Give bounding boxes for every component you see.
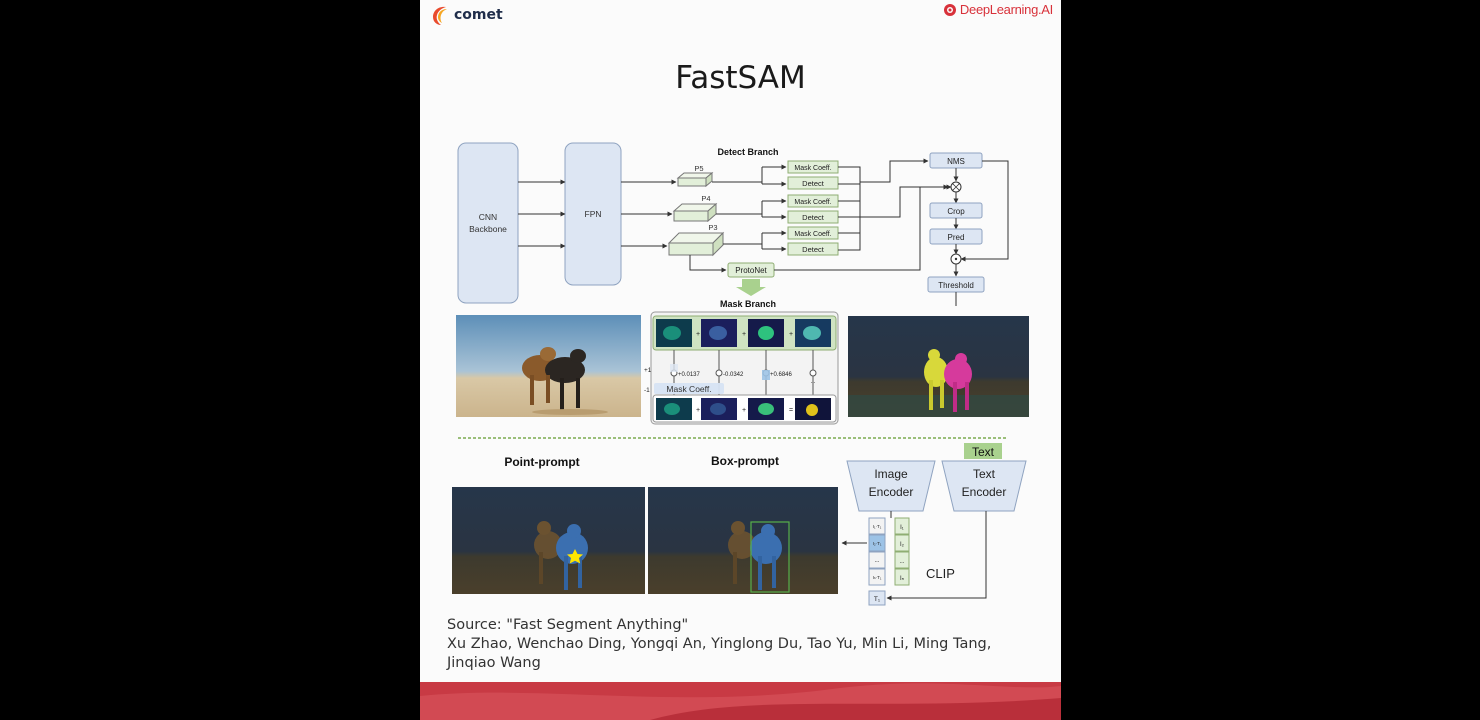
threshold-label: Threshold xyxy=(938,281,974,290)
comet-logo: comet xyxy=(430,4,503,26)
p3-label: P3 xyxy=(708,223,717,232)
coeff-3: +0.6846 xyxy=(770,372,793,378)
protonet-label: ProtoNet xyxy=(735,266,767,275)
svg-text:+: + xyxy=(742,407,746,414)
deeplearning-mark-icon xyxy=(943,3,956,16)
image-encoder-trapezoid xyxy=(846,460,936,512)
svg-text:Detect: Detect xyxy=(802,213,825,222)
cnn-backbone-label-line1: CNN xyxy=(479,212,497,222)
svg-text:Mask Coeff.: Mask Coeff. xyxy=(794,199,831,206)
text-token-box xyxy=(868,590,886,606)
nms-label: NMS xyxy=(947,157,965,166)
image-encoder-label-line2: Encoder xyxy=(869,485,914,499)
comet-logo-text: comet xyxy=(454,7,503,23)
text-encoder-trapezoid xyxy=(941,460,1027,512)
feature-map-p5 xyxy=(676,171,714,188)
fastsam-architecture-diagram: CNN Backbone FPN Detect Branch P5 P4 xyxy=(452,142,1029,606)
svg-text:=: = xyxy=(789,407,793,414)
fpn-label: FPN xyxy=(585,209,602,219)
text-encoder-label-line2: Encoder xyxy=(962,485,1007,499)
deeplearning-logo: DeepLearning.AI xyxy=(943,2,1053,17)
mask-coeff-head-p5: Mask Coeff. xyxy=(787,160,839,174)
feature-map-p4 xyxy=(672,202,718,223)
axis-minus-one: -1 xyxy=(644,387,650,394)
text-encoder-label-line1: Text xyxy=(973,467,996,481)
clip-label: CLIP xyxy=(926,566,955,581)
prototype-row xyxy=(652,315,837,351)
comet-swoosh-icon xyxy=(433,6,447,25)
point-prompt-star-icon xyxy=(567,549,583,564)
similarity-token-column xyxy=(868,517,886,586)
point-prompt-label: Point-prompt xyxy=(504,455,579,469)
svg-text:+: + xyxy=(696,331,700,338)
coeff-1: +0.0137 xyxy=(678,372,701,378)
weighted-prototype-row xyxy=(652,394,837,423)
weighted-prototype-thumbnails xyxy=(656,398,831,420)
detect-head-p5: Detect xyxy=(787,176,839,190)
detect-branch-title: Detect Branch xyxy=(717,147,778,157)
output-segmentation-photo xyxy=(848,316,1029,417)
svg-text:+: + xyxy=(742,331,746,338)
box-prompt-label: Box-prompt xyxy=(711,454,779,468)
p4-label: P4 xyxy=(701,194,710,203)
svg-text:I₂·T₁: I₂·T₁ xyxy=(873,541,882,546)
feature-map-p3 xyxy=(667,231,725,257)
mask-branch-title: Mask Branch xyxy=(720,299,776,309)
mask-coeff-head-p4: Mask Coeff. xyxy=(787,194,839,208)
text-token-label: T₁ xyxy=(874,596,881,603)
image-feature-token-column xyxy=(894,517,910,586)
protonet-down-arrow xyxy=(736,279,766,296)
cnn-backbone-label-line2: Backbone xyxy=(469,224,507,234)
svg-text:Detect: Detect xyxy=(802,245,825,254)
coeff-2: -0.0342 xyxy=(723,372,744,378)
prototype-thumbnails xyxy=(656,319,831,347)
svg-text:Mask Coeff.: Mask Coeff. xyxy=(794,231,831,238)
slide: comet DeepLearning.AI FastSAM xyxy=(420,0,1061,720)
svg-text:I₁·T₁: I₁·T₁ xyxy=(873,524,882,529)
pred-label: Pred xyxy=(948,233,965,242)
axis-plus-one: +1 xyxy=(644,367,652,374)
source-authors-line1: Xu Zhao, Wenchao Ding, Yongqi An, Yinglo… xyxy=(447,636,992,652)
box-prompt-rectangle xyxy=(750,521,790,593)
source-authors-line2: Jinqiao Wang xyxy=(447,655,541,671)
footer-band xyxy=(420,682,1061,720)
svg-text:I₁: I₁ xyxy=(900,525,904,531)
svg-text:...: ... xyxy=(899,559,904,565)
mask-coeff-head-p3: Mask Coeff. xyxy=(787,226,839,240)
image-encoder-label-line1: Image xyxy=(874,467,908,481)
detect-head-p4: Detect xyxy=(787,210,839,224)
box-prompt-image xyxy=(648,487,838,594)
text-input-label: Text xyxy=(972,445,995,459)
detect-head-p3: Detect xyxy=(787,242,839,256)
slide-title: FastSAM xyxy=(675,60,806,96)
crop-label: Crop xyxy=(947,207,965,216)
deeplearning-logo-text: DeepLearning.AI xyxy=(959,2,1053,17)
source-citation: Source: "Fast Segment Anything" Xu Zhao,… xyxy=(447,616,1047,673)
svg-text:+: + xyxy=(789,331,793,338)
svg-text:Iₙ·T₁: Iₙ·T₁ xyxy=(873,575,882,580)
svg-text:Iₙ: Iₙ xyxy=(900,576,905,582)
source-title: Source: "Fast Segment Anything" xyxy=(447,617,689,633)
coeff-4: ... xyxy=(810,379,815,385)
svg-text:Mask Coeff.: Mask Coeff. xyxy=(794,165,831,172)
mask-coeff-overlay-label: Mask Coeff. xyxy=(666,384,711,394)
svg-text:+: + xyxy=(696,407,700,414)
text-input-box xyxy=(964,443,1002,459)
mask-coeff-overlay xyxy=(654,383,724,394)
cnn-backbone-box xyxy=(457,142,519,304)
svg-text:I₂: I₂ xyxy=(900,542,905,548)
point-prompt-image xyxy=(452,487,645,594)
svg-text:...: ... xyxy=(874,558,879,564)
input-photo-dogs-beach xyxy=(456,315,641,417)
svg-text:Detect: Detect xyxy=(802,179,825,188)
p5-label: P5 xyxy=(694,164,703,173)
